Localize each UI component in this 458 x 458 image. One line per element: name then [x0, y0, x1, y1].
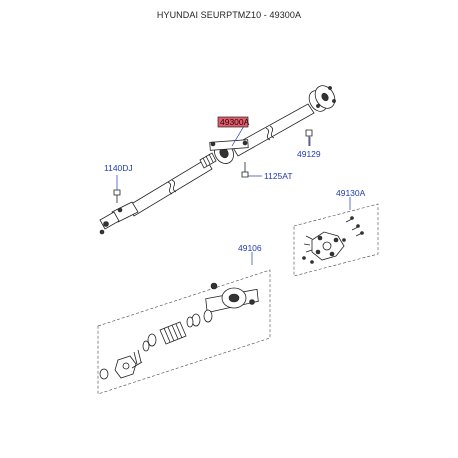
callout-main-assembly-label: 49300A [220, 117, 250, 127]
washer[interactable] [99, 368, 109, 380]
callout-center-bearing-kit[interactable]: 49106 [238, 243, 262, 253]
propeller-shaft[interactable] [99, 82, 339, 235]
clamp-rings[interactable] [142, 333, 157, 352]
callout-main-assembly[interactable]: 49300A [217, 116, 250, 128]
flex-coupling[interactable] [302, 216, 364, 264]
callout-bolt-rear[interactable]: 49129 [297, 149, 321, 159]
callout-bolt-center[interactable]: 1125AT [264, 171, 293, 181]
retainer-plate[interactable] [114, 349, 143, 379]
flex-coupling-kit-box [293, 203, 379, 277]
seal-rings[interactable] [186, 309, 213, 328]
callout-flex-coupling[interactable]: 49130A [336, 188, 366, 198]
boot[interactable] [159, 321, 187, 345]
center-bearing-bracket[interactable] [205, 282, 259, 314]
bolt-front[interactable] [113, 189, 121, 203]
callout-bolt-front[interactable]: 1140DJ [104, 163, 133, 173]
bolt-center[interactable] [241, 162, 249, 178]
bolt-rear[interactable] [305, 129, 313, 146]
diagram-title: HYUNDAI SEURPTMZ10 - 49300A [156, 10, 302, 20]
